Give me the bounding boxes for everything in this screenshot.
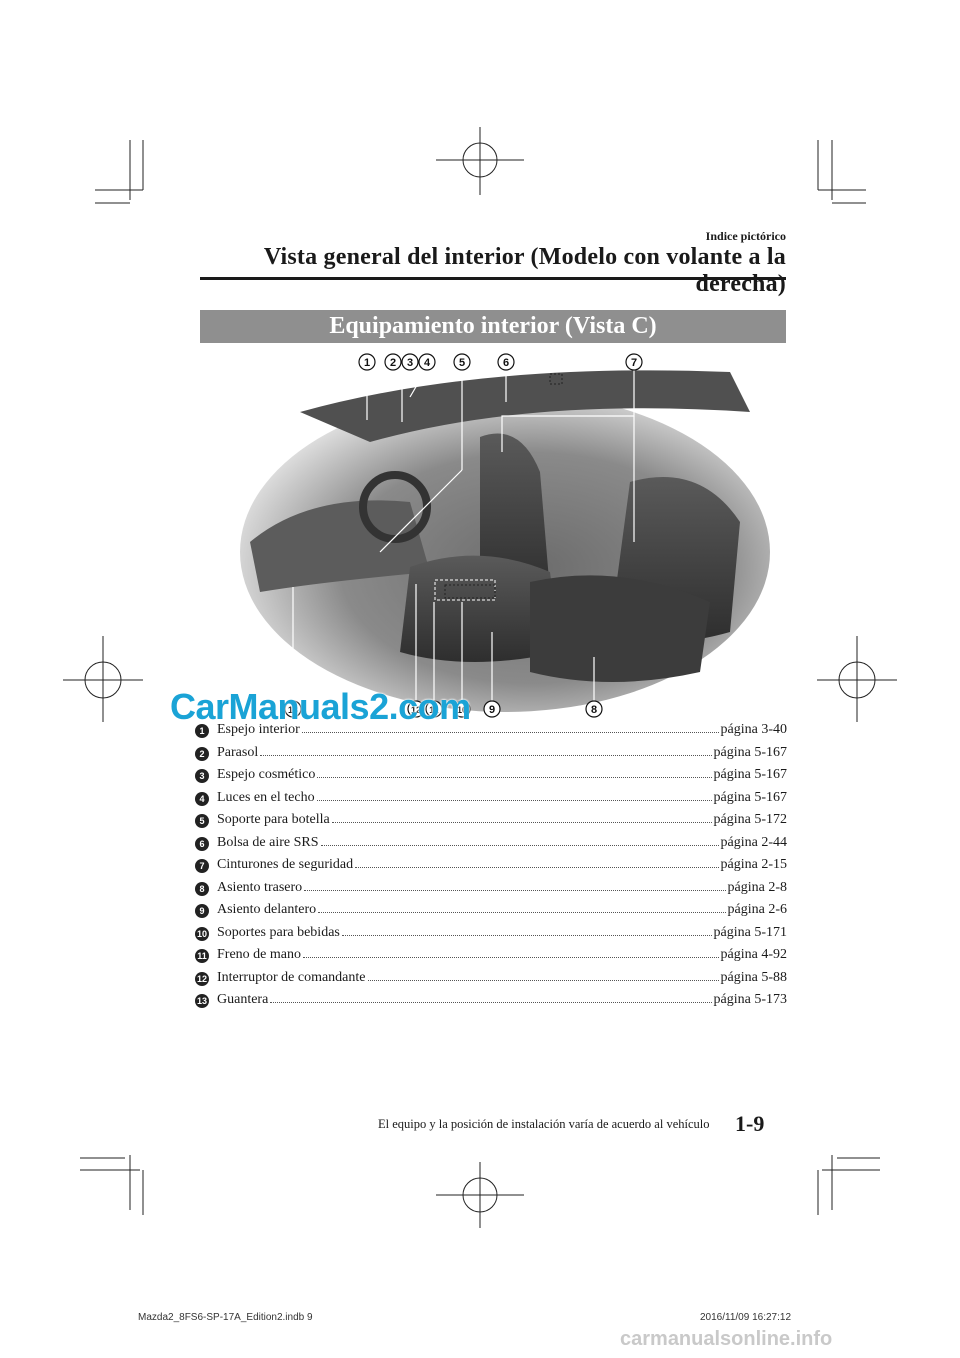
item-list: 1 Espejo interior página 3-40 2 Parasol pági… bbox=[195, 722, 787, 1015]
callout-12-text: 12 bbox=[411, 705, 421, 715]
callout-1-text: 1 bbox=[364, 357, 370, 369]
callout-10-text: 10 bbox=[457, 705, 467, 715]
list-item: 7 Cinturones de seguridad página 2-15 bbox=[195, 857, 787, 880]
list-item: 10 Soportes para bebidas página 5-171 bbox=[195, 925, 787, 948]
item-number: 7 bbox=[195, 859, 209, 873]
item-page-ref: página 5-167 bbox=[713, 789, 787, 805]
item-page-ref: página 5-88 bbox=[720, 969, 787, 985]
page-number: 1-9 bbox=[735, 1111, 765, 1136]
item-page-ref: página 3-40 bbox=[720, 722, 787, 737]
item-number: 8 bbox=[195, 881, 209, 896]
item-number: 1 bbox=[195, 724, 209, 738]
callout-11-text: 11 bbox=[429, 705, 439, 715]
callout-10: 10 bbox=[453, 700, 471, 718]
interior-illustration: 1 2 3 4 5 6 7 13 12 11 10 9 8 bbox=[240, 353, 770, 718]
callout-2: 2 bbox=[384, 353, 402, 371]
print-file-label: Mazda2_8FS6-SP-17A_Edition2.indb 9 bbox=[138, 1312, 313, 1323]
callout-11: 11 bbox=[425, 700, 443, 718]
item-page-ref: página 5-173 bbox=[713, 992, 787, 1007]
list-item: 2 Parasol página 5-167 bbox=[195, 745, 787, 768]
list-item: 9 Asiento delantero página 2-6 bbox=[195, 902, 787, 925]
item-number: 2 bbox=[195, 746, 209, 761]
callout-13: 13 bbox=[284, 700, 302, 718]
item-label: Soportes para bebidas bbox=[217, 924, 340, 940]
item-label: Asiento delantero bbox=[217, 902, 317, 917]
callout-8: 8 bbox=[585, 700, 603, 718]
section-banner: Equipamiento interior (Vista C) bbox=[200, 310, 786, 343]
item-page-ref: página 2-6 bbox=[727, 902, 787, 917]
item-number: 13 bbox=[195, 994, 209, 1008]
title-rule bbox=[200, 277, 786, 280]
callout-7-text: 7 bbox=[631, 357, 637, 369]
item-label: Bolsa de aire SRS bbox=[217, 834, 319, 850]
item-page-ref: página 5-167 bbox=[713, 767, 787, 782]
item-number: 12 bbox=[195, 971, 209, 986]
callout-6: 6 bbox=[497, 353, 515, 371]
site-mark: carmanualsonline.info bbox=[620, 1328, 833, 1350]
item-label: Parasol bbox=[217, 744, 259, 760]
item-label: Cinturones de seguridad bbox=[217, 857, 354, 872]
item-label: Espejo interior bbox=[217, 722, 300, 737]
callout-13-text: 13 bbox=[288, 705, 298, 715]
item-page-ref: página 4-92 bbox=[720, 947, 787, 962]
item-number: 10 bbox=[195, 926, 209, 941]
item-label: Guantera bbox=[217, 992, 269, 1007]
callout-2-text: 2 bbox=[390, 357, 396, 369]
item-page-ref: página 5-167 bbox=[713, 744, 787, 760]
item-number: 3 bbox=[195, 769, 209, 783]
item-label: Asiento trasero bbox=[217, 879, 303, 895]
item-label: Freno de mano bbox=[217, 947, 301, 962]
item-page-ref: página 2-15 bbox=[720, 857, 787, 872]
item-page-ref: página 2-8 bbox=[727, 879, 787, 895]
item-number: 6 bbox=[195, 836, 209, 851]
callout-9: 9 bbox=[483, 700, 501, 718]
section-header: Indice pictórico bbox=[705, 229, 786, 243]
callout-7: 7 bbox=[625, 353, 643, 371]
list-item: 13 Guantera página 5-173 bbox=[195, 992, 787, 1015]
item-label: Soporte para botella bbox=[217, 812, 330, 827]
callout-3: 3 bbox=[401, 353, 419, 371]
callout-5-text: 5 bbox=[459, 357, 465, 369]
list-item: 5 Soporte para botella página 5-172 bbox=[195, 812, 787, 835]
item-number: 9 bbox=[195, 904, 209, 918]
print-timestamp: 2016/11/09 16:27:12 bbox=[700, 1312, 792, 1323]
callout-12: 12 bbox=[407, 700, 425, 718]
callout-6-text: 6 bbox=[503, 357, 509, 369]
item-number: 5 bbox=[195, 814, 209, 828]
callout-9-text: 9 bbox=[489, 704, 495, 716]
watermark: CarManuals2.com bbox=[170, 686, 471, 727]
item-label: Interruptor de comandante bbox=[217, 969, 366, 985]
item-number: 4 bbox=[195, 791, 209, 806]
item-page-ref: página 5-171 bbox=[713, 924, 787, 940]
page-title: Vista general del interior (Modelo con v… bbox=[263, 244, 786, 297]
callout-1: 1 bbox=[358, 353, 376, 371]
list-item: 6 Bolsa de aire SRS página 2-44 bbox=[195, 835, 787, 858]
item-label: Luces en el techo bbox=[217, 789, 315, 805]
item-number: 11 bbox=[195, 949, 209, 963]
item-page-ref: página 2-44 bbox=[720, 834, 787, 850]
footnote: El equipo y la posición de instalación v… bbox=[378, 1117, 710, 1131]
list-item: 1 Espejo interior página 3-40 bbox=[195, 722, 787, 745]
callout-4: 4 bbox=[418, 353, 436, 371]
callout-4-text: 4 bbox=[424, 357, 431, 369]
list-item: 11 Freno de mano página 4-92 bbox=[195, 947, 787, 970]
list-item: 3 Espejo cosmético página 5-167 bbox=[195, 767, 787, 790]
callout-5: 5 bbox=[453, 353, 471, 371]
list-item: 12 Interruptor de comandante página 5-88 bbox=[195, 970, 787, 993]
list-item: 4 Luces en el techo página 5-167 bbox=[195, 790, 787, 813]
callout-3-text: 3 bbox=[407, 357, 413, 369]
item-label: Espejo cosmético bbox=[217, 767, 316, 782]
item-page-ref: página 5-172 bbox=[713, 812, 787, 827]
list-item: 8 Asiento trasero página 2-8 bbox=[195, 880, 787, 903]
callout-8-text: 8 bbox=[591, 704, 597, 716]
